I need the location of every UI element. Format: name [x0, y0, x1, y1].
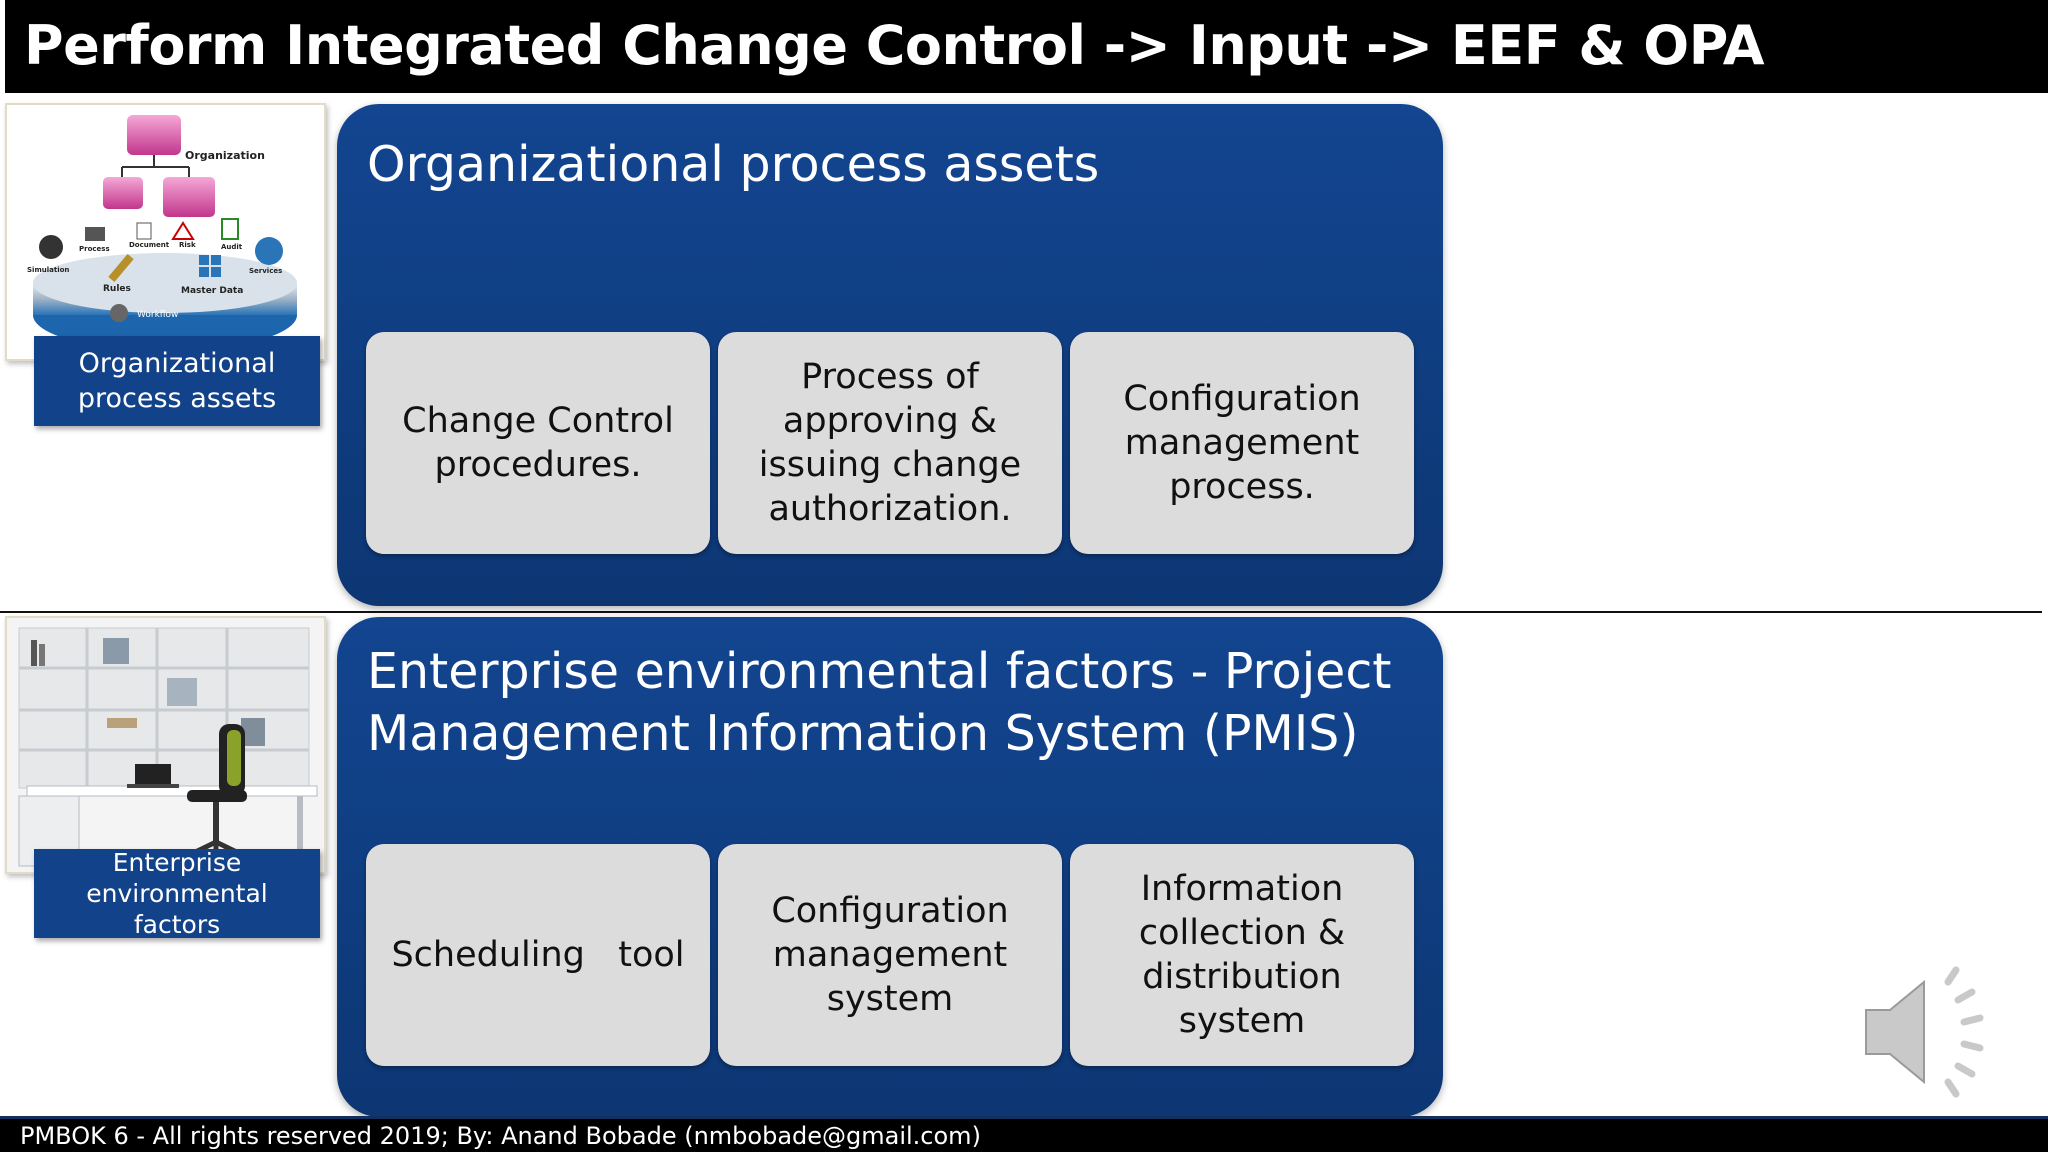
eef-card-configuration-system: Configuration management system — [718, 844, 1062, 1066]
section-divider — [0, 611, 2042, 613]
eef-thumbnail-label: Enterprise environmental factors — [34, 848, 320, 939]
office-furniture-image — [7, 618, 324, 872]
opa-card-approval-process: Process of approving & issuing change au… — [718, 332, 1062, 554]
svg-text:Process Document R: Process Document Risk Audit Simulation S… — [27, 241, 282, 275]
footer-bar: PMBOK 6 - All rights reserved 2019; By: … — [0, 1116, 2048, 1152]
speaker-icon[interactable] — [1862, 966, 1998, 1098]
opa-panel-title: Organizational process assets — [367, 136, 1100, 193]
eef-thumbnail — [5, 616, 326, 874]
opa-panel: Organizational process assets Change Con… — [337, 104, 1443, 606]
eef-card-scheduling-tool: Scheduling tool — [366, 844, 710, 1066]
slide-title: Perform Integrated Change Control -> Inp… — [24, 14, 1765, 77]
title-bar: Perform Integrated Change Control -> Inp… — [0, 0, 2048, 93]
footer-copyright: PMBOK 6 - All rights reserved 2019; By: … — [20, 1122, 981, 1150]
opa-thumbnail: Organization Process Document Risk Audit… — [5, 103, 326, 361]
opa-thumbnail-label: Organizational process assets — [34, 336, 320, 426]
svg-text:Rules Master Data: Rules Master Data — [103, 284, 243, 296]
organization-diagram-icon: Organization Process Document Risk Audit… — [27, 115, 297, 351]
svg-text:Workflow: Workflow — [137, 310, 178, 320]
opa-card-configuration-process: Configuration management process. — [1070, 332, 1414, 554]
svg-text:Organization: Organization — [185, 149, 265, 162]
opa-card-change-control: Change Control procedures. — [366, 332, 710, 554]
eef-card-information-system: Information collection & distribution sy… — [1070, 844, 1414, 1066]
eef-panel-title: Enterprise environmental factors - Proje… — [367, 643, 1392, 762]
speaker-icon-graphic — [1865, 966, 1984, 1098]
eef-panel: Enterprise environmental factors - Proje… — [337, 617, 1443, 1117]
title-accent — [0, 0, 5, 93]
